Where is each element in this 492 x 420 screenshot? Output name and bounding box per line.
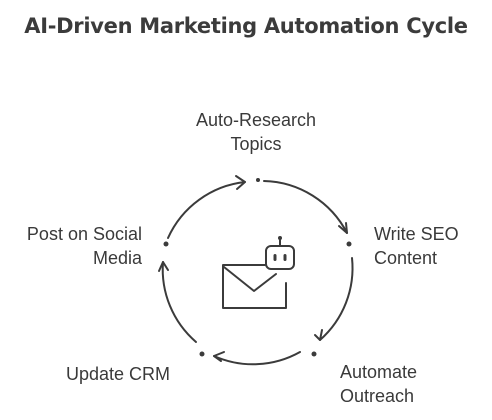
step-label-line: Post on Social	[26, 224, 142, 244]
step-automate-outreach: Automate Outreach	[340, 360, 417, 408]
cycle-arc-3	[213, 351, 301, 366]
arrowhead-5	[235, 175, 246, 190]
step-label-line: Automate	[340, 362, 418, 382]
stage-dot-left	[163, 241, 169, 247]
cycle-arc-4	[161, 261, 197, 343]
step-post-on-social-media: Post on Social Media	[10, 222, 142, 270]
stage-dot-bottom-right	[311, 351, 317, 357]
cycle-arc-5	[167, 181, 246, 239]
step-auto-research-topics: Auto-Research Topics	[176, 108, 336, 156]
step-label-line: Outreach	[340, 386, 415, 406]
stage-dot-right	[346, 241, 352, 247]
diagram-title: AI-Driven Marketing Automation Cycle	[24, 14, 468, 38]
step-label-line: Topics	[230, 134, 282, 154]
stage-dot-bottom-left	[199, 351, 205, 357]
stage-dot-top	[256, 178, 260, 182]
step-label-line: Write SEO	[374, 224, 459, 244]
email-robot-icon	[222, 236, 295, 309]
step-update-crm: Update CRM	[66, 362, 170, 386]
cycle-arc-2	[319, 257, 354, 341]
arrowhead-1	[338, 222, 348, 234]
step-label-line: Content	[374, 248, 438, 268]
step-label-line: Auto-Research	[195, 110, 317, 130]
arrowhead-2	[314, 329, 323, 341]
arrowhead-4	[158, 261, 169, 272]
cycle-arc-1	[263, 180, 348, 234]
step-label-line: Media	[92, 248, 142, 268]
step-write-seo-content: Write SEO Content	[374, 222, 459, 270]
step-label-line: Update CRM	[66, 364, 171, 384]
arrowhead-3	[213, 351, 225, 362]
